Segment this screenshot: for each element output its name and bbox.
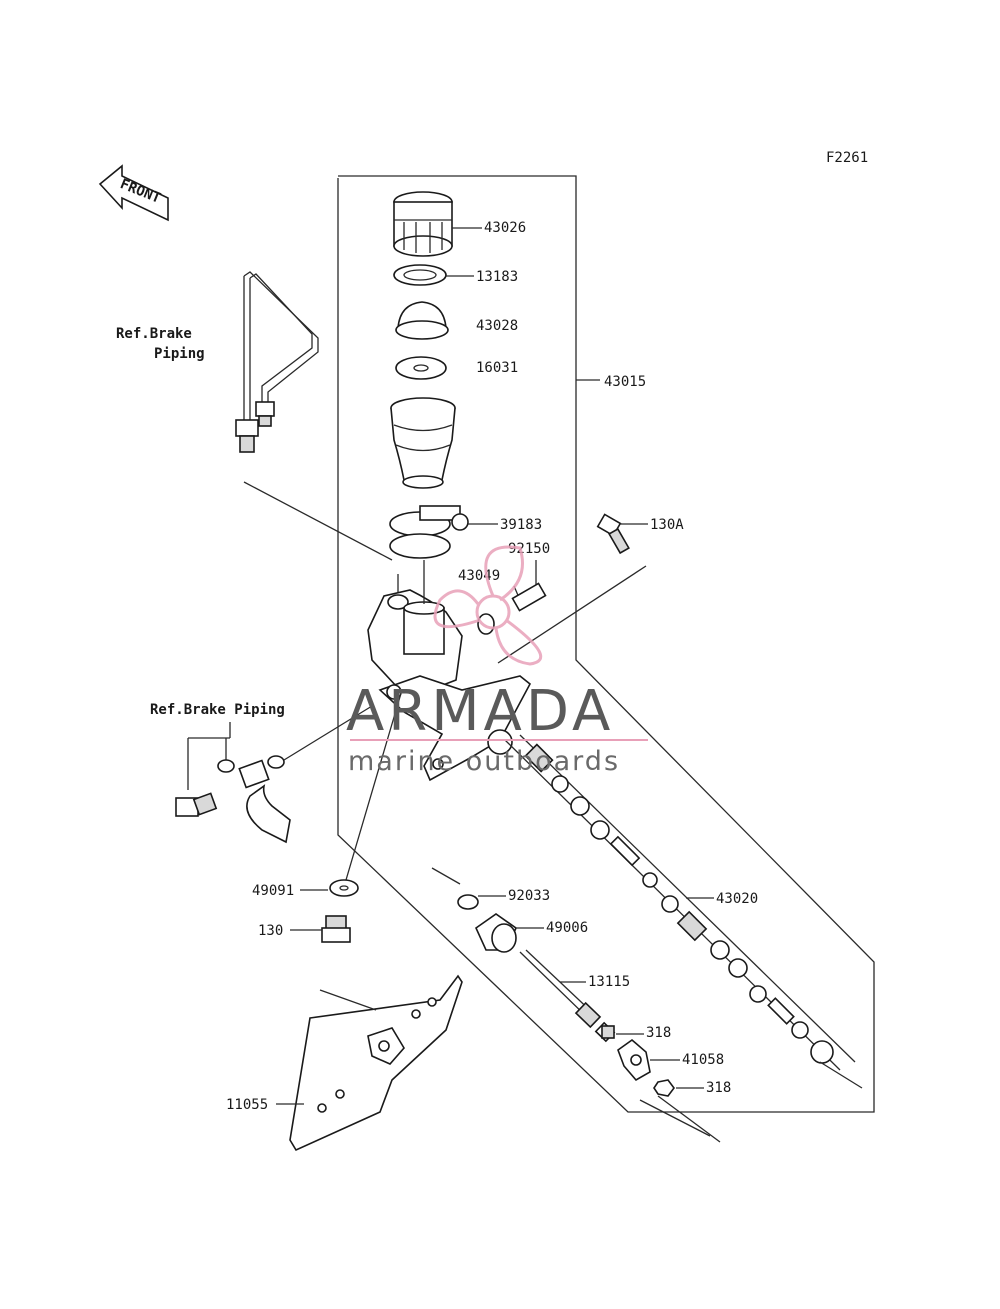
label-39183: 39183 (500, 517, 542, 533)
bracket-plate-part (289, 974, 463, 1152)
propeller-logo-icon (433, 545, 543, 666)
label-13183: 13183 (476, 269, 518, 285)
label-43028: 43028 (476, 318, 518, 334)
label-43026: 43026 (484, 220, 526, 236)
circlip-part (457, 894, 479, 910)
plug-130-part (321, 915, 351, 943)
label-11055: 11055 (226, 1097, 268, 1113)
reservoir-cap-part (393, 191, 453, 257)
label-92150: 92150 (508, 541, 550, 557)
label-43015: 43015 (604, 374, 646, 390)
label-318-bottom: 318 (706, 1080, 731, 1096)
figure-code: F2261 (826, 150, 868, 166)
label-13115: 13115 (588, 974, 630, 990)
bolt-130a-part (596, 513, 630, 555)
reservoir-body-part (390, 397, 456, 489)
assembly-bracket-43015 (337, 175, 875, 1113)
label-49006: 49006 (546, 920, 588, 936)
label-16031: 16031 (476, 360, 518, 376)
front-arrow-icon: FRONT (98, 164, 169, 222)
label-130: 130 (258, 923, 283, 939)
watermark-tagline: marine outboards (348, 746, 620, 777)
label-43020: 43020 (716, 891, 758, 907)
label-49091: 49091 (252, 883, 294, 899)
ref-label-brake-top-1: Ref.Brake (116, 326, 192, 342)
label-92033: 92033 (508, 888, 550, 904)
seal-part (395, 356, 447, 380)
hose-clamp-part (389, 505, 469, 559)
label-130A: 130A (650, 517, 684, 533)
ref-label-brake-top-2: Piping (154, 346, 205, 362)
label-318-top: 318 (646, 1025, 671, 1041)
label-41058: 41058 (682, 1052, 724, 1068)
clevis-part (601, 1025, 675, 1097)
push-rod-part (519, 949, 616, 1043)
ref-label-brake-left: Ref.Brake Piping (150, 702, 285, 718)
brake-pipe-top-part (235, 271, 319, 453)
piston-assembly-part (504, 734, 856, 1071)
boot-part (474, 913, 518, 953)
label-43049: 43049 (458, 568, 500, 584)
brake-pipe-left-part (175, 755, 291, 844)
watermark-brand: ARMADA (346, 679, 614, 744)
diaphragm-part (395, 301, 449, 340)
plate-part (393, 264, 447, 286)
washer-49091-part (329, 879, 359, 897)
